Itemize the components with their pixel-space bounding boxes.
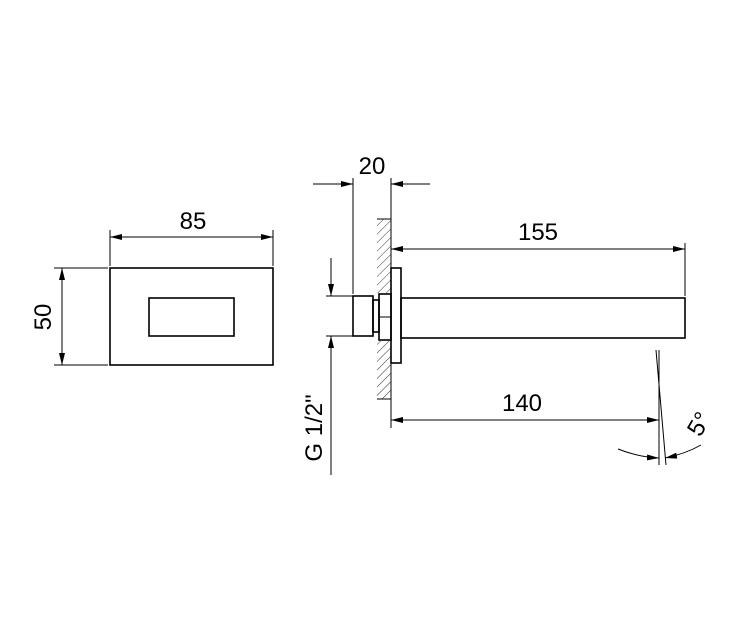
front-plate bbox=[109, 267, 274, 366]
angle-label: 5° bbox=[682, 408, 717, 441]
depth-label: 20 bbox=[359, 153, 386, 180]
flange bbox=[390, 267, 402, 364]
height-label: 50 bbox=[30, 304, 57, 331]
spout-length-label: 155 bbox=[518, 219, 558, 246]
width-label: 85 bbox=[180, 208, 207, 235]
connector-nut bbox=[352, 295, 374, 337]
wall-hatch-bottom bbox=[377, 341, 391, 399]
front-view: 85 50 bbox=[30, 208, 274, 366]
wall-hatch-top bbox=[377, 219, 391, 293]
thread-label: G 1/2" bbox=[301, 394, 328, 461]
projection-label: 140 bbox=[502, 390, 542, 417]
front-outlet bbox=[148, 297, 235, 337]
spout bbox=[400, 297, 686, 339]
side-view: 20 155 140 5° G 1/2" bbox=[301, 153, 717, 475]
